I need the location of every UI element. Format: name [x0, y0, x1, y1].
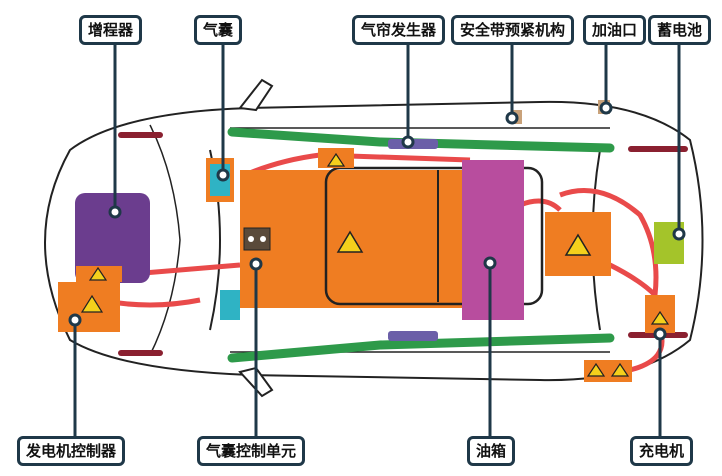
hv-cable-5 — [608, 262, 657, 297]
label-airbag-control-unit: 气囊控制单元 — [197, 436, 306, 466]
sunroof-frame — [324, 166, 544, 306]
car-hood-line-bottom — [149, 239, 181, 356]
label-battery: 蓄电池 — [648, 15, 712, 45]
curtain-airbag-bottom — [227, 333, 615, 363]
curtain-generator-bottom — [388, 331, 438, 341]
curtain-airbag-top — [227, 127, 615, 153]
label-fuel-filler: 加油口 — [583, 15, 647, 45]
leader-lines — [73, 44, 681, 436]
connector-icon — [243, 227, 271, 251]
headlight-top — [118, 132, 163, 138]
high-voltage-warning-icon — [80, 152, 670, 377]
mirror-top — [238, 78, 274, 112]
label-curtain-airbag-generator: 气帘发生器 — [352, 15, 446, 45]
label-fuel-tank: 油箱 — [467, 436, 516, 466]
hv-cable-4 — [559, 188, 659, 296]
label-airbag: 气囊 — [194, 15, 243, 45]
airbag-front-bottom — [220, 290, 240, 320]
fuel-tank-block — [462, 160, 524, 320]
label-charger: 充电机 — [630, 436, 694, 466]
headlight-bottom — [118, 350, 163, 356]
taillight-top — [628, 146, 688, 152]
label-range-extender: 增程器 — [79, 15, 143, 45]
label-seatbelt-pretensioner: 安全带预紧机构 — [451, 15, 575, 45]
range-extender-block — [75, 193, 150, 283]
leader-dots — [68, 101, 686, 341]
label-generator-controller: 发电机控制器 — [17, 436, 126, 466]
